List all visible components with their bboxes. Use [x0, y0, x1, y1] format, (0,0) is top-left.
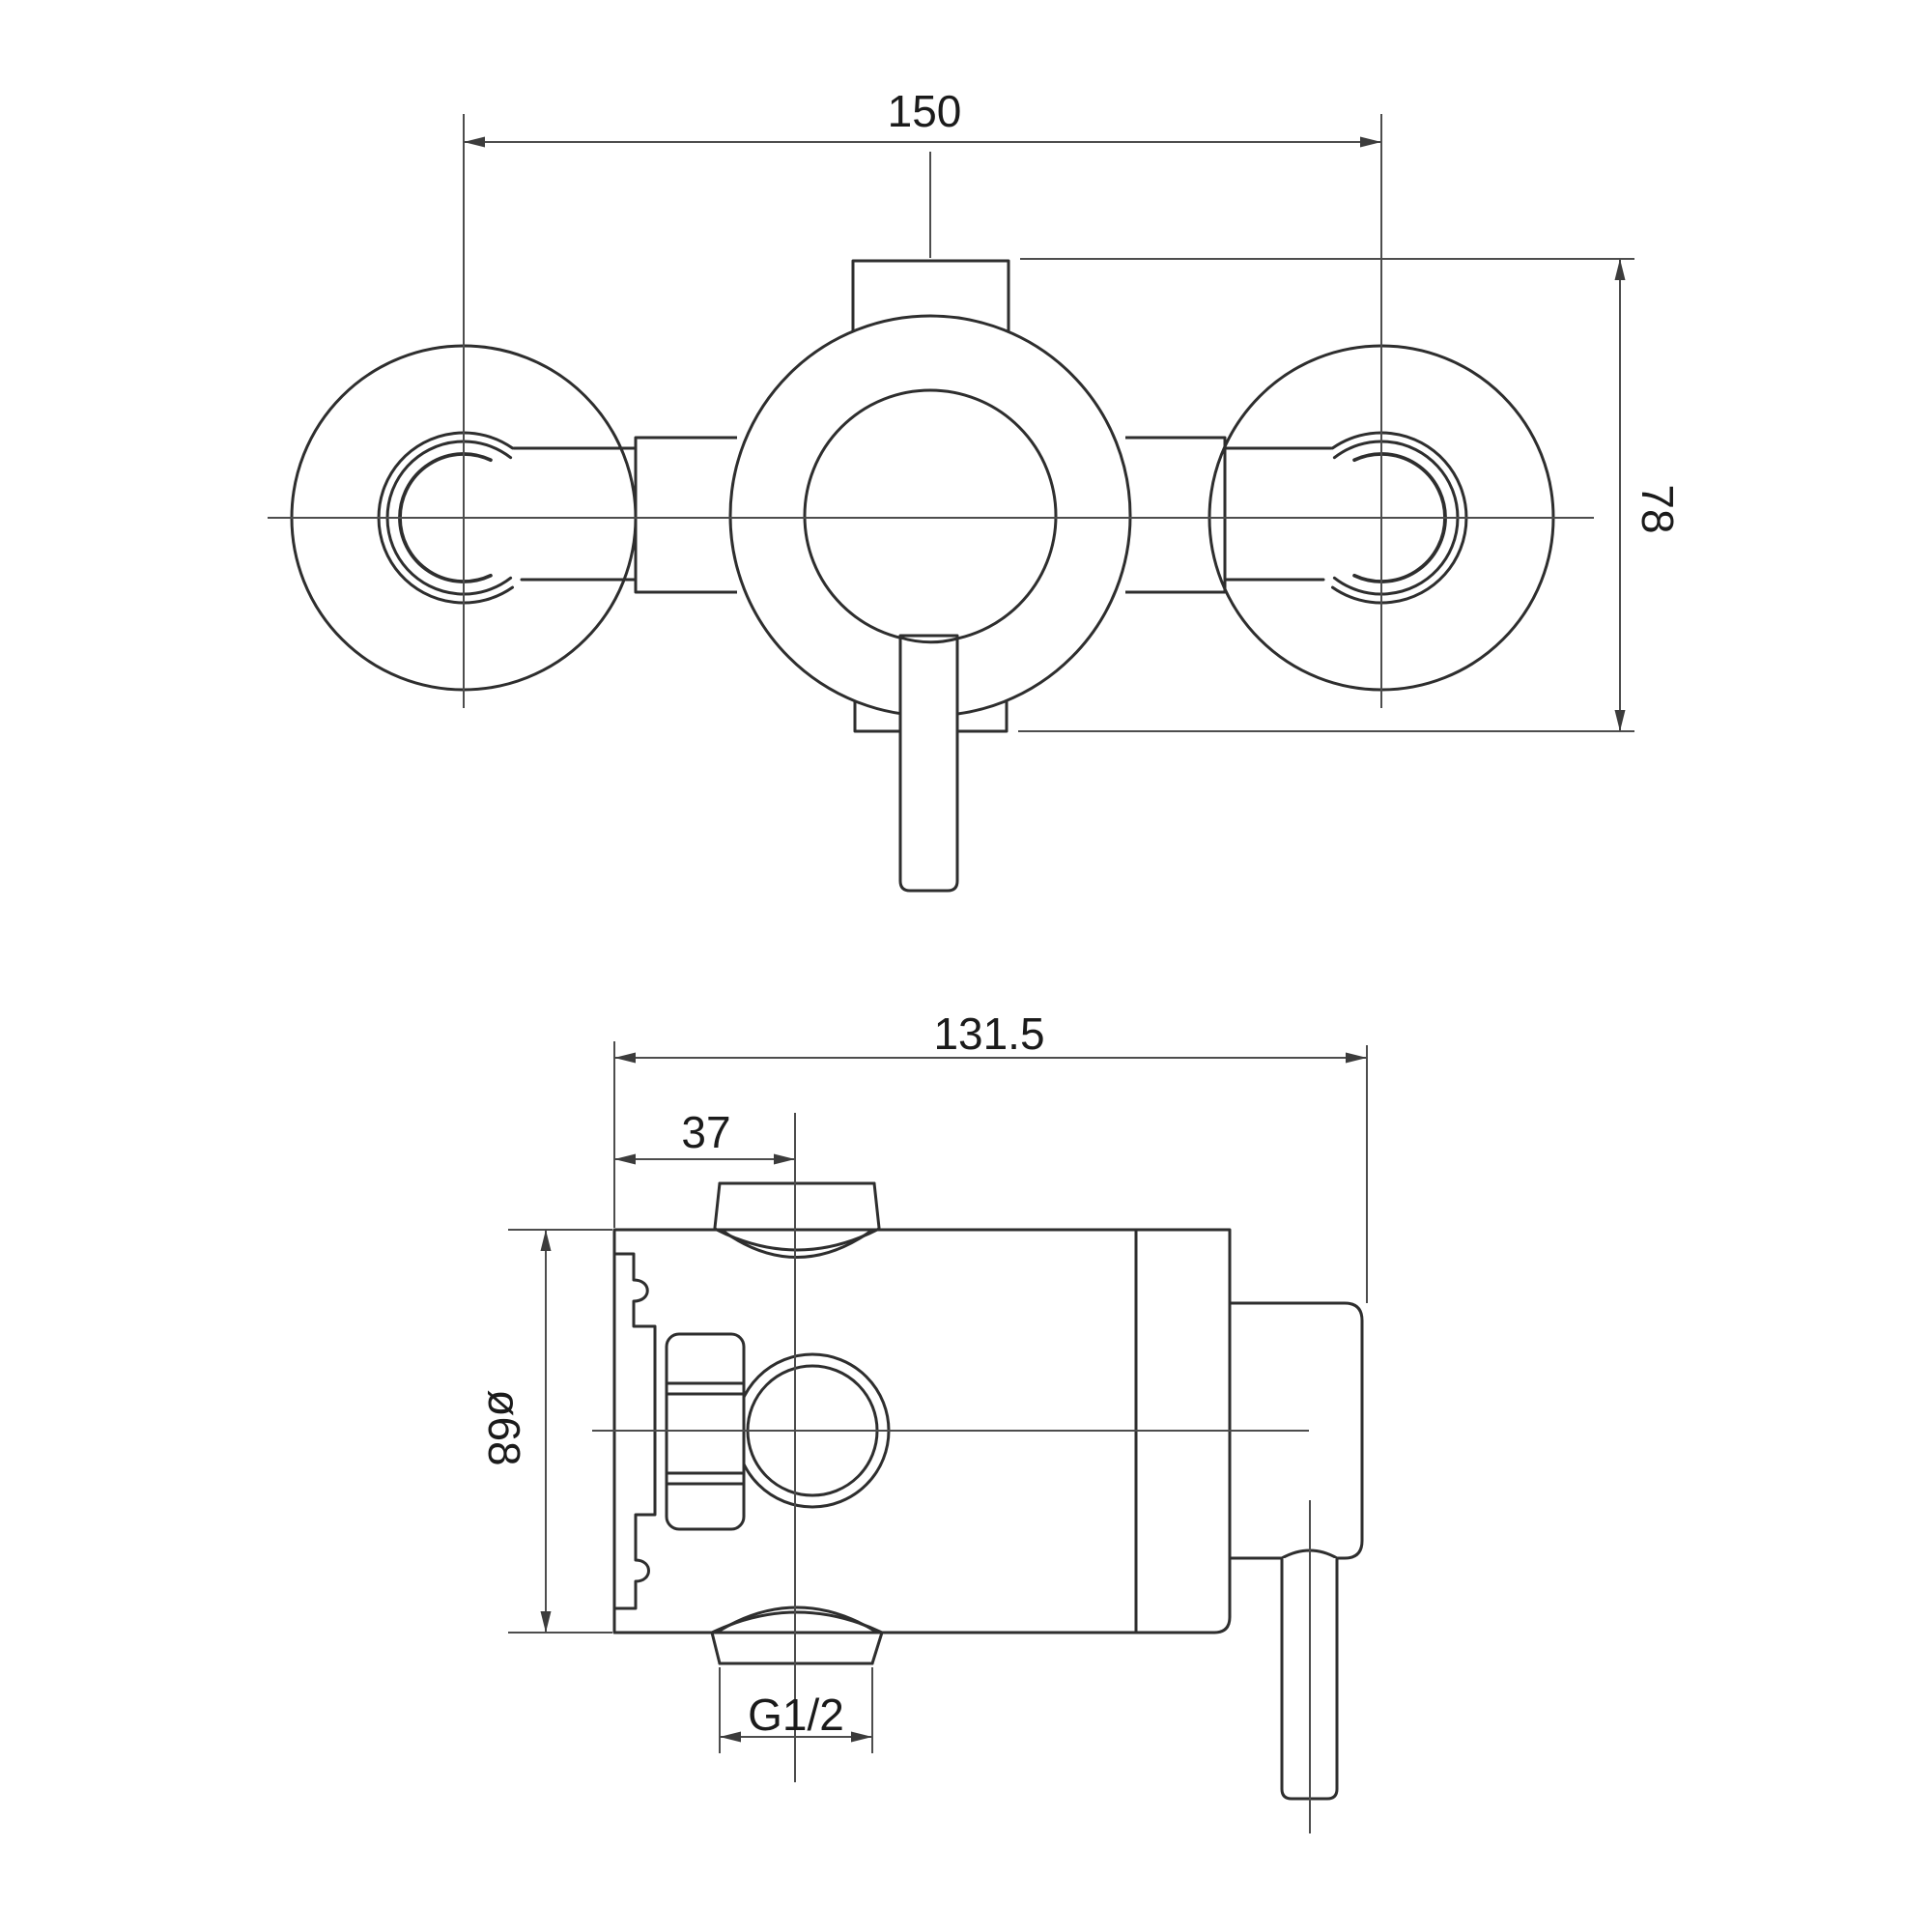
- dim-131-label: 131.5: [933, 1009, 1044, 1059]
- dim-d68-label: ø68: [479, 1389, 529, 1465]
- arrow-g12-left: [720, 1731, 741, 1743]
- dimension-g12: G1/2: [719, 1667, 873, 1753]
- side-view: 131.5 37 ø68 G1/2: [479, 1009, 1368, 1833]
- arrow-37-right: [774, 1153, 795, 1165]
- side-centerlines: [592, 1113, 1311, 1833]
- dimension-150: 150: [464, 86, 1381, 148]
- arrow-150-left: [464, 136, 485, 148]
- front-centerlines: [268, 114, 1594, 708]
- dimension-78: 78: [1018, 258, 1683, 732]
- arrow-78-bottom: [1614, 710, 1626, 731]
- dimension-diameter-68: ø68: [479, 1229, 612, 1634]
- arrow-37-left: [614, 1153, 636, 1165]
- inlet-saddle-arc-inner: [721, 1229, 873, 1259]
- cartridge-arc-over-stem: [898, 636, 959, 644]
- outlet-stub-right-side: [870, 1631, 884, 1665]
- dim-g12-label: G1/2: [748, 1690, 844, 1740]
- arrow-131-left: [614, 1052, 636, 1064]
- dim-150-label: 150: [888, 86, 962, 136]
- dim-37-label: 37: [681, 1107, 730, 1157]
- inlet-stub-right-side: [872, 1181, 881, 1230]
- outlet-saddle-arc-inner: [718, 1605, 876, 1633]
- arrow-131-right: [1346, 1052, 1367, 1064]
- right-sleeve: [1125, 436, 1227, 594]
- front-view: 150 78: [268, 86, 1683, 893]
- dimension-131-5: 131.5: [613, 1009, 1368, 1303]
- arrow-d68-top: [540, 1230, 552, 1251]
- arrow-d68-bottom: [540, 1611, 552, 1633]
- arrow-78-top: [1614, 259, 1626, 280]
- wall-plate-profile: [612, 1252, 657, 1610]
- front-part: [290, 259, 1555, 893]
- dimension-37: 37: [614, 1107, 795, 1165]
- left-sleeve: [634, 436, 737, 594]
- arrow-g12-right: [851, 1731, 872, 1743]
- arrow-150-right: [1360, 136, 1381, 148]
- handle-stem-front: [898, 634, 959, 893]
- dim-78-label: 78: [1633, 484, 1683, 533]
- side-part: [612, 1181, 1364, 1801]
- inlet-stub-left-side: [713, 1181, 722, 1230]
- outlet-stub-left-side: [710, 1631, 722, 1665]
